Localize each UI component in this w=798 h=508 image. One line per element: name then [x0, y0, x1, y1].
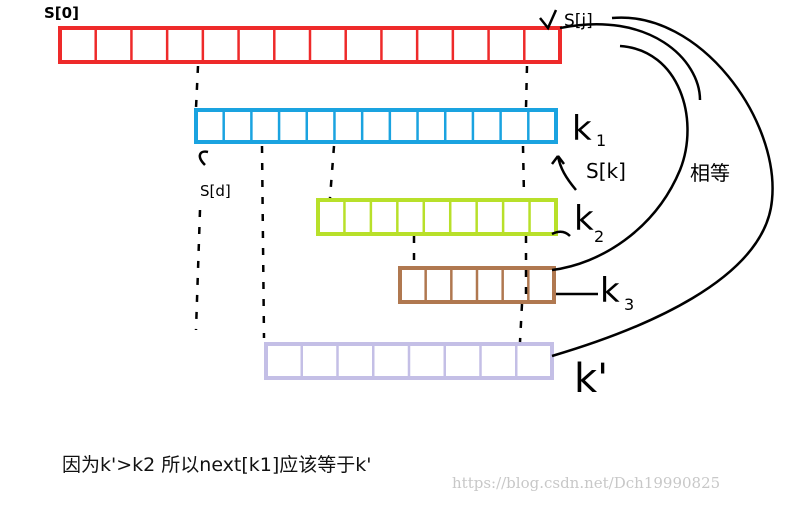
- string-s-bar: [58, 26, 562, 64]
- watermark-url: https://blog.csdn.net/Dch19990825: [452, 474, 721, 492]
- prefix-k3-bar: [398, 266, 556, 304]
- label-sk: S[k]: [586, 159, 626, 183]
- label-k2: k 2: [574, 199, 604, 246]
- label-kprime: k': [574, 356, 608, 402]
- label-equal: 相等: [690, 161, 730, 185]
- prefix-k1-bar: [194, 108, 558, 144]
- label-sd: S[d]: [200, 182, 231, 200]
- label-k3: k 3: [600, 271, 634, 314]
- label-k2-subscript: 2: [594, 227, 604, 246]
- prefix-kprime-bar: [264, 342, 554, 380]
- label-k1: k 1: [572, 109, 606, 150]
- label-k3-subscript: 3: [624, 295, 634, 314]
- label-sj: S[j]: [564, 11, 593, 31]
- label-k1-letter: k: [572, 109, 592, 149]
- alignment-dashed-lines: [194, 65, 529, 343]
- equality-curves: [551, 16, 774, 358]
- label-s0: S[0]: [44, 4, 79, 22]
- caption-text: 因为k'>k2 所以next[k1]应该等于k': [62, 454, 372, 476]
- pointer-arrows: [198, 9, 577, 191]
- label-k3-letter: k: [600, 271, 620, 311]
- label-k2-letter: k: [574, 199, 594, 239]
- label-k1-subscript: 1: [596, 131, 606, 150]
- prefix-k2-bar: [316, 198, 558, 236]
